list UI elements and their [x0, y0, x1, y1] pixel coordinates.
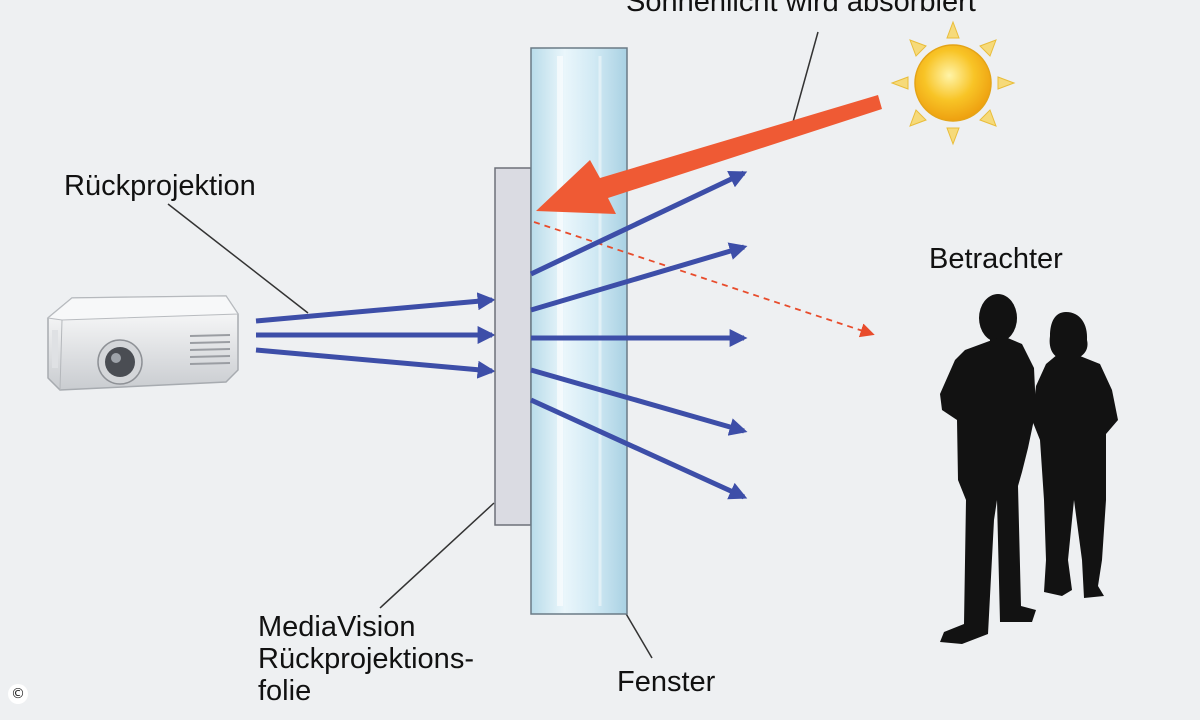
- leader-folie: [379, 502, 495, 609]
- label-foil-line: Rückprojektions-: [258, 643, 474, 675]
- projection-ray: [255, 347, 496, 379]
- window-glass: [530, 47, 628, 615]
- leader-rueckprojektion: [167, 203, 309, 314]
- label-foil-line: folie: [258, 675, 312, 707]
- projection-ray: [529, 397, 748, 500]
- projection-ray: [530, 242, 748, 313]
- projector-icon: [46, 295, 239, 391]
- sunlight-arrow: [536, 95, 882, 214]
- projection-ray: [255, 292, 496, 324]
- label-rear-projection: Rückprojektion: [64, 170, 256, 202]
- leader-fenster: [624, 611, 653, 659]
- label-foil-line: MediaVision: [258, 611, 416, 643]
- viewer-man-icon: [940, 294, 1036, 644]
- rear-projection-foil: [494, 167, 532, 526]
- projection-ray: [529, 170, 748, 277]
- projection-rays-out: [529, 170, 748, 500]
- label-rear-projection-foil: MediaVision Rückprojektions- folie: [258, 611, 474, 707]
- absorbed-light-dashed-ray: [533, 221, 875, 338]
- label-viewer: Betrachter: [929, 243, 1063, 275]
- leader-sonnenlicht: [792, 31, 819, 123]
- viewer-woman-icon: [1032, 312, 1118, 598]
- copyright-icon: ©: [8, 684, 28, 704]
- sun-icon: [890, 20, 1016, 146]
- label-sunlight-absorbed: Sonnenlicht wird absorbiert: [626, 0, 976, 18]
- projection-rays-in: [255, 292, 496, 379]
- label-window: Fenster: [617, 666, 716, 698]
- projection-ray: [530, 367, 748, 436]
